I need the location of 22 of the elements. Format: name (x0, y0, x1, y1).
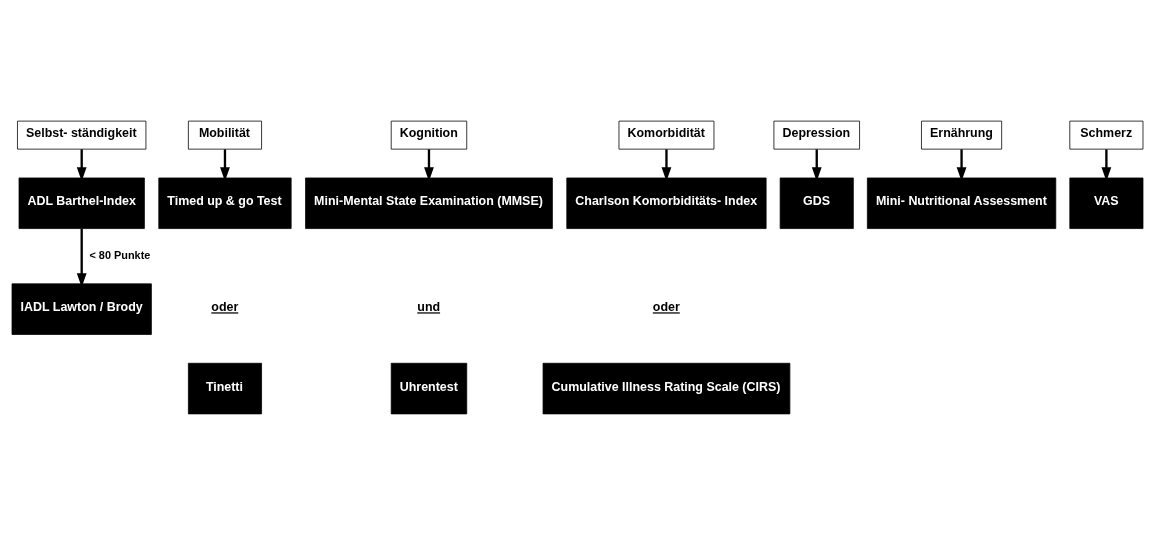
node-box: Komorbidität (618, 120, 715, 150)
label: oder (211, 300, 239, 315)
node-box: IADL Lawton / Brody (11, 283, 152, 335)
node-box: GDS (779, 177, 854, 229)
node-box: Tinetti (188, 362, 262, 415)
label: und (417, 300, 441, 315)
node-box: Ernährung (921, 120, 1003, 150)
node-box: Kognition (390, 120, 468, 150)
node-box: Uhrentest (390, 362, 468, 415)
node-box: Cumulative Illness Rating Scale (CIRS) (542, 362, 791, 415)
node-box: Schmerz (1069, 120, 1144, 150)
node-box: Selbst- ständigkeit (17, 120, 147, 150)
node-box: Timed up & go Test (158, 177, 292, 229)
label: oder (652, 300, 680, 315)
node-box: Charlson Komorbiditäts- Index (566, 177, 767, 229)
node-box: VAS (1069, 177, 1144, 229)
node-box: Mini-Mental State Examination (MMSE) (305, 177, 553, 229)
node-box: ADL Barthel-Index (18, 177, 145, 229)
edge-label: < 80 Punkte (89, 248, 151, 261)
node-box: Mobilität (188, 120, 262, 150)
node-box: Mini- Nutritional Assessment (866, 177, 1057, 229)
node-box: Depression (773, 120, 860, 150)
